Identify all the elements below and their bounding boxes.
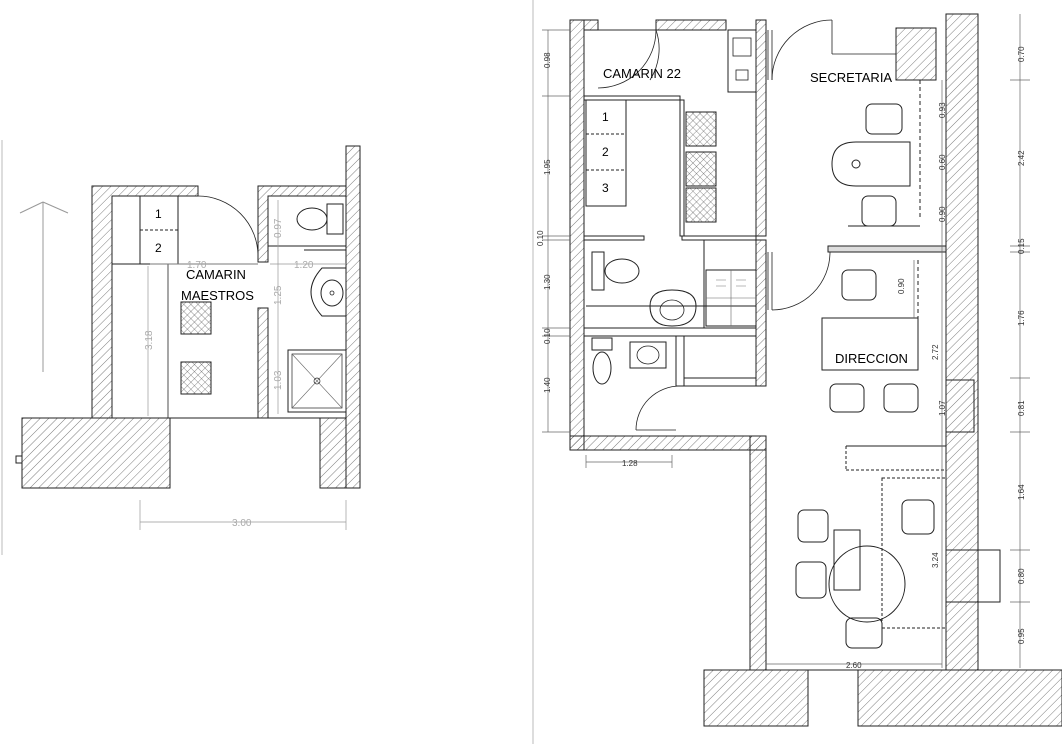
bench <box>685 111 717 147</box>
dimension-label: 1.40 <box>543 377 552 393</box>
dimension-label: 1.64 <box>1017 484 1026 500</box>
dimension-label: 1.20 <box>294 260 314 271</box>
dimension-label: 0.90 <box>897 278 906 294</box>
dimension-label: 3.24 <box>931 552 940 568</box>
right-plan: 1 2 3 <box>532 0 1062 744</box>
partition <box>827 245 947 253</box>
room-name: CAMARIN 22 <box>603 66 681 81</box>
secretaria-furniture <box>831 80 921 227</box>
locker-number: 3 <box>602 181 609 195</box>
shower-icon <box>705 269 757 327</box>
dimension-label: 0.81 <box>1017 400 1026 416</box>
toilet-icon <box>296 203 344 235</box>
left-dimensions <box>139 200 347 530</box>
sink-icon <box>629 341 667 369</box>
sink-icon <box>310 267 346 317</box>
lockers-maestros: 1 2 <box>139 195 179 265</box>
room-name: DIRECCION <box>835 351 908 366</box>
dimension-label: 1.28 <box>622 459 638 468</box>
dimension-label: 0.10 <box>536 230 545 246</box>
left-plan: 1 2 CAMARI <box>1 140 361 555</box>
dimension-label: 1.95 <box>543 159 552 175</box>
dimension-label: 1.25 <box>273 285 284 305</box>
room-name: MAESTROS <box>181 288 254 303</box>
dimension-label: 0.15 <box>1017 238 1026 254</box>
bench <box>180 301 212 335</box>
dimension-label: 0.10 <box>543 328 552 344</box>
bench <box>180 361 212 395</box>
dimension-label: 0.95 <box>1017 628 1026 644</box>
toilet-icon <box>591 337 613 385</box>
direccion-furniture <box>795 260 1001 649</box>
dimension-label: 2.72 <box>931 344 940 360</box>
dimension-label: 1.03 <box>273 370 284 390</box>
dimension-label: 0.80 <box>1017 568 1026 584</box>
door-swings <box>597 19 896 431</box>
dimension-label: 0.97 <box>273 218 284 238</box>
dimension-label: 0.93 <box>938 102 947 118</box>
locker-number: 1 <box>602 110 609 124</box>
dimension-label: 1.07 <box>938 400 947 416</box>
toilet-icon <box>591 251 640 291</box>
locker-number: 2 <box>602 145 609 159</box>
bench <box>685 151 717 187</box>
door-swing <box>197 195 259 257</box>
dimension-label: 0.98 <box>543 52 552 68</box>
dimension-label: 1.70 <box>187 260 207 271</box>
dimension-label: 3.00 <box>232 518 252 529</box>
north-arrow-icon <box>19 201 69 372</box>
bench <box>685 187 717 223</box>
dimension-label: 0.60 <box>938 154 947 170</box>
dimension-label: 2.42 <box>1017 150 1026 166</box>
dimension-label: 0.70 <box>1017 46 1026 62</box>
left-walls <box>15 145 361 489</box>
dimension-label: 3.18 <box>144 330 155 350</box>
interior-partitions <box>583 95 757 387</box>
shower-icon <box>287 349 347 413</box>
room-name: SECRETARIA <box>810 70 892 85</box>
dimension-label: 1.30 <box>543 274 552 290</box>
locker-number: 1 <box>155 207 162 221</box>
right-dimensions <box>542 14 1030 668</box>
dimension-label: 2.60 <box>846 661 862 670</box>
right-walls <box>569 13 1062 727</box>
dimension-label: 0.90 <box>938 206 947 222</box>
cabinet <box>727 29 757 93</box>
lockers-camarin-22: 1 2 3 <box>585 99 627 207</box>
locker-number: 2 <box>155 241 162 255</box>
dimension-label: 1.76 <box>1017 310 1026 326</box>
sink-icon <box>649 289 697 327</box>
room-name: CAMARIN <box>186 267 246 282</box>
